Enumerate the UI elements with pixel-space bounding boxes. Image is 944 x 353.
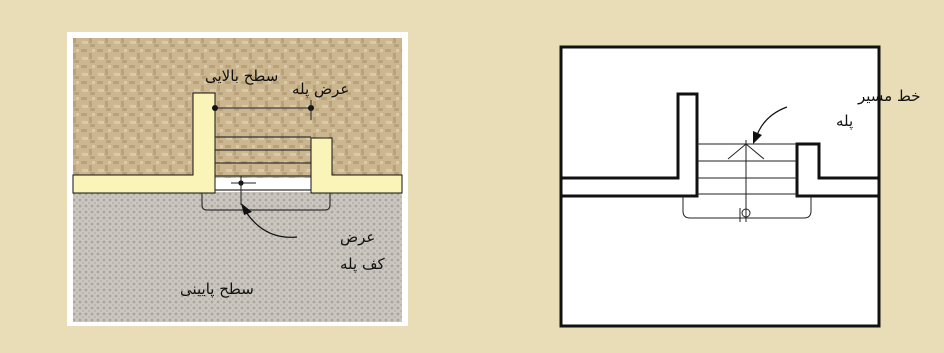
left-figure: سطح بالایی عرض پله عرض کف پله سطح پایینی <box>67 32 408 326</box>
upper-surface-label: سطح بالایی <box>205 67 278 85</box>
right-lower-landing <box>682 196 812 219</box>
walkline-label-line2: پله <box>836 112 853 131</box>
left-wall <box>72 92 216 194</box>
lower-surface-area <box>73 192 402 322</box>
walkline-leader-arrow <box>753 106 788 144</box>
right-wall <box>310 137 403 194</box>
walkline-label-line1: خط مسیر <box>857 87 921 105</box>
lower-landing <box>201 193 331 211</box>
walkline <box>727 140 765 222</box>
stair-treads <box>215 136 311 191</box>
lower-surface-label: سطح پایینی <box>180 280 254 299</box>
tread-width-label-line1: عرض <box>340 228 375 246</box>
stair-width-label: عرض پله <box>292 80 349 99</box>
stair-width-dimension <box>212 100 314 120</box>
right-frame <box>559 45 881 328</box>
right-stair-treads <box>697 143 797 195</box>
right-figure: خط مسیر پله <box>559 45 921 328</box>
right-floor-upper-line <box>561 92 699 198</box>
tread-width-marker <box>231 176 298 238</box>
tread-width-label-line2: کف پله <box>340 255 385 274</box>
